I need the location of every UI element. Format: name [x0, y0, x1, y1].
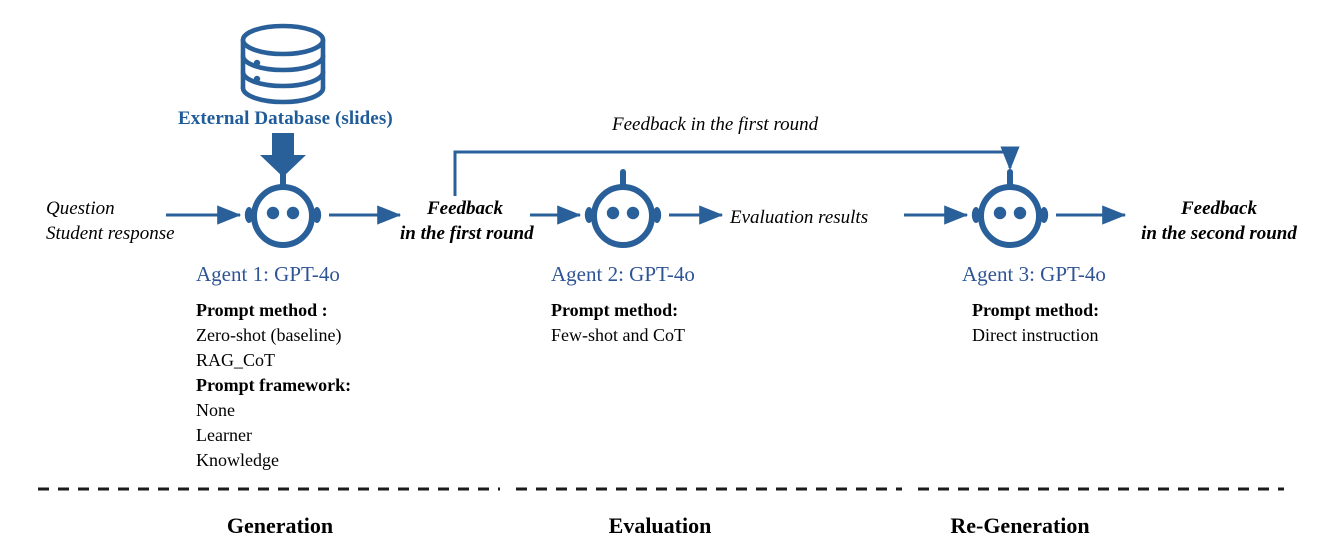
agent-1-name: Agent 1: GPT-4o [196, 262, 340, 286]
feedback-first-round-line1: Feedback [427, 198, 503, 219]
stage-label-regeneration: Re-Generation [950, 513, 1090, 538]
agent-2-name: Agent 2: GPT-4o [551, 262, 695, 286]
feedback-second-round-label: Feedback in the second round [1129, 196, 1309, 246]
feedback-first-round-label: Feedback in the first round [400, 196, 534, 246]
agent-1-prompt-method-item: RAG_CoT [196, 350, 276, 370]
agent-1-prompt-method-item: Zero-shot (baseline) [196, 325, 342, 345]
agent-2-prompt-method-item: Few-shot and CoT [551, 325, 685, 345]
agent-3-prompt-method-item: Direct instruction [972, 325, 1099, 345]
agent-1-prompt-framework-item: Knowledge [196, 450, 279, 470]
agent-3-robot-icon [971, 169, 1049, 248]
input-labels: Question Student response [46, 196, 175, 246]
feedback-first-round-line2: in the first round [400, 223, 534, 244]
feedback-second-round-line2: in the second round [1141, 223, 1297, 244]
agent-1-prompt-framework-item: None [196, 400, 235, 420]
agent-1-prompt-block: Prompt method : Zero-shot (baseline) RAG… [196, 298, 351, 473]
feedback-second-round-line1: Feedback [1181, 198, 1257, 219]
agent-2-prompt-method-header: Prompt method: [551, 300, 679, 320]
agent-3-prompt-method-header: Prompt method: [972, 300, 1100, 320]
agent-1-prompt-framework-header: Prompt framework: [196, 375, 352, 395]
db-to-agent-block-arrow [260, 133, 306, 177]
feedback-loop-arrow [453, 146, 1020, 196]
agent-2-prompt-block: Prompt method: Few-shot and CoT [551, 298, 685, 348]
database-icon [240, 23, 326, 105]
input-student-response: Student response [46, 223, 175, 244]
agent-2-robot-icon [584, 169, 662, 248]
agent-3-prompt-block: Prompt method: Direct instruction [972, 298, 1099, 348]
stage-label-evaluation: Evaluation [608, 513, 712, 538]
evaluation-results-label: Evaluation results [730, 207, 869, 228]
feedback-loop-label: Feedback in the first round [612, 114, 819, 135]
agent-1-robot-icon [244, 169, 322, 248]
input-question: Question [46, 198, 115, 219]
stage-label-generation: Generation [226, 513, 334, 538]
agent-3-name: Agent 3: GPT-4o [962, 262, 1106, 286]
agent-1-prompt-framework-item: Learner [196, 425, 252, 445]
external-database-label: External Database (slides) [178, 108, 393, 129]
agent-1-prompt-method-header: Prompt method : [196, 300, 328, 320]
